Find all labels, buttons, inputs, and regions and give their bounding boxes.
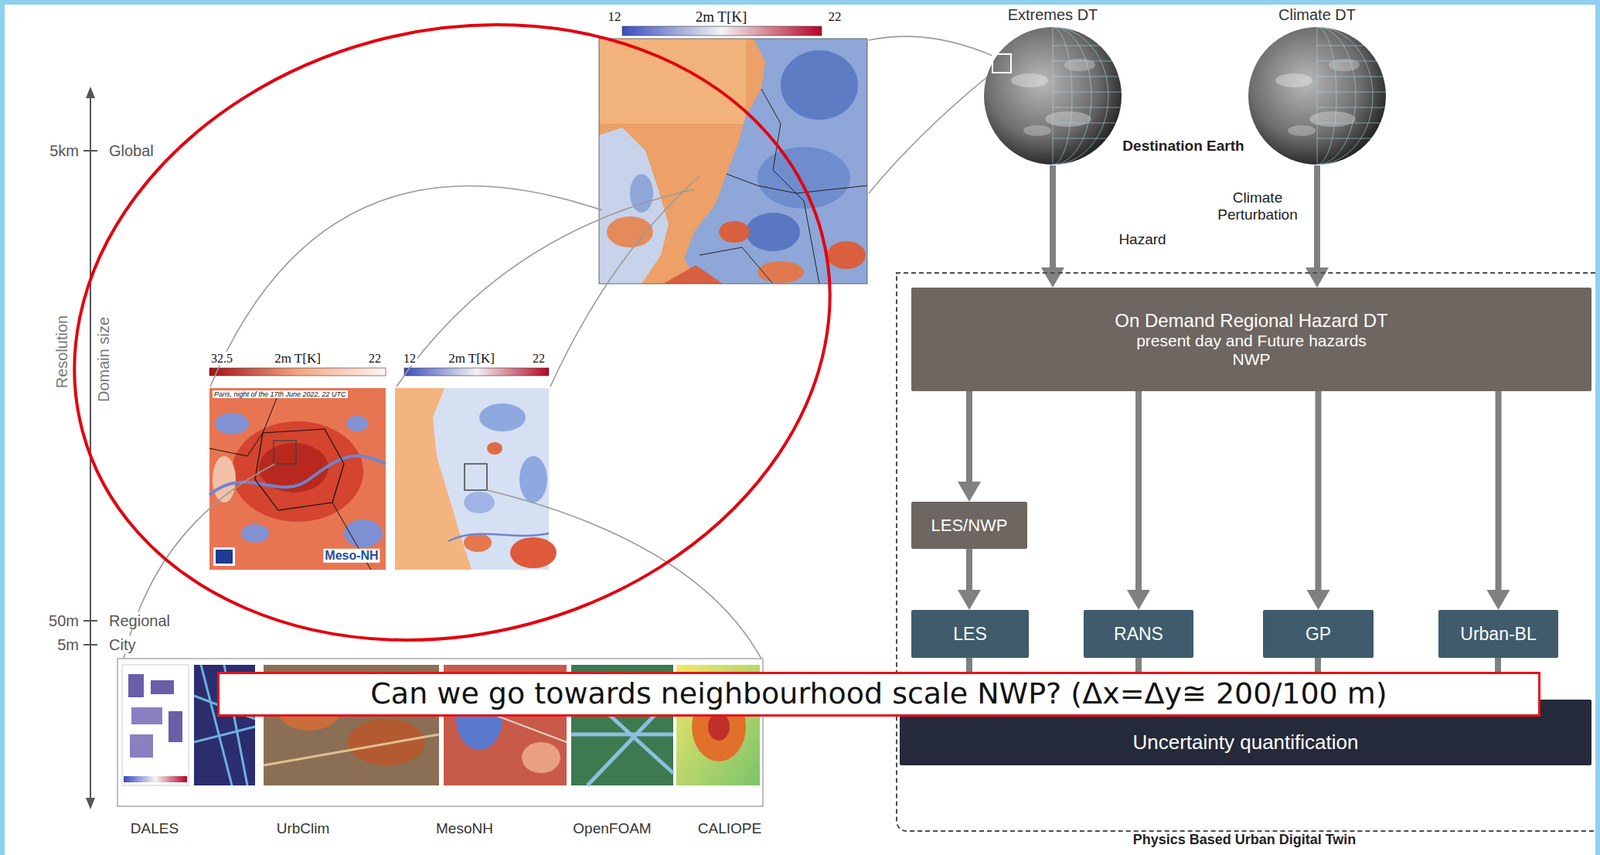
colorbar-title: 2m T[K] (272, 350, 323, 367)
box-title: LES/NWP (930, 515, 1008, 535)
flow-arrow (957, 391, 981, 502)
arrow-head (1305, 267, 1329, 288)
axis-title: Resolution (53, 313, 72, 391)
colorbar-value: 22 (531, 351, 547, 366)
logo-text: Meso-NH (323, 548, 380, 563)
scale-value: 50m (47, 612, 81, 630)
axis-title: Domain size (95, 315, 113, 404)
globe-title: Extremes DT (1007, 6, 1099, 24)
model-name: CALIOPE (696, 820, 763, 838)
box-title: LES (953, 623, 987, 644)
arrow-head (957, 589, 981, 610)
arrow-head (957, 481, 981, 502)
box-title: Urban-BL (1460, 623, 1536, 644)
box-title: RANS (1113, 623, 1164, 644)
scale-value: 5m (55, 636, 81, 654)
colorbar-value: 22 (827, 9, 844, 25)
model-box: Urban-BL (1438, 609, 1559, 658)
arrow-shaft (966, 391, 973, 484)
arrow-shaft (1495, 391, 1502, 592)
edge-label: Climate Perturbation (1207, 189, 1308, 224)
model-box: LES (911, 609, 1029, 658)
region-title: Physics Based Urban Digital Twin (1133, 831, 1357, 848)
box-title: GP (1305, 623, 1332, 644)
process-box: LES/NWP (911, 501, 1028, 549)
flow-arrow (1487, 391, 1511, 610)
flow-arrow (1041, 165, 1065, 288)
callout-box: Can we go towards neighbourhood scale NW… (217, 671, 1541, 717)
colorbar-title: 2m T[K] (446, 350, 497, 367)
scale-name: Global (107, 142, 156, 160)
map-caption: Paris, night of the 17th June 2022, 22 U… (212, 390, 348, 399)
flow-arrow (1126, 391, 1151, 610)
globe-node: Climate DT (1247, 26, 1387, 166)
colorbar-value: 12 (606, 9, 623, 25)
colorbar-value: 32.5 (209, 351, 235, 366)
platform-name: Destination Earth (1120, 137, 1246, 155)
hazard-box: On Demand Regional Hazard DTpresent day … (911, 287, 1592, 392)
box-title: On Demand Regional Hazard DT (1114, 309, 1389, 332)
colorbar-value: 12 (401, 351, 418, 366)
colorbar-title: 2m T[K] (694, 8, 749, 26)
model-name: OpenFOAM (571, 820, 653, 838)
arrow-shaft (1314, 165, 1321, 269)
flow-arrow (1305, 165, 1329, 288)
box-subtitle: NWP (1232, 350, 1271, 369)
arrow-head (1041, 267, 1065, 288)
arrow-head (1307, 589, 1331, 610)
globe-title: Climate DT (1278, 6, 1356, 24)
edge-label: Hazard (1116, 231, 1168, 249)
model-name: UrbClim (275, 820, 332, 838)
box-title: Uncertainty quantification (1133, 731, 1359, 755)
arrow-shaft (1315, 391, 1322, 592)
arrow-shaft (1135, 391, 1142, 592)
arrow-head (1126, 589, 1151, 610)
flow-arrow (1307, 391, 1331, 610)
globe-node: Extremes DT (983, 26, 1123, 166)
scale-name: Regional (107, 612, 172, 630)
arrow-head (1487, 589, 1511, 610)
twin-boundary: Physics Based Urban Digital TwinOn Deman… (895, 272, 1596, 832)
arrow-shaft (966, 548, 973, 592)
flow-arrow (957, 548, 981, 610)
model-name: MesoNH (434, 820, 495, 838)
box-title: Can we go towards neighbourhood scale NW… (370, 677, 1387, 712)
scale-name: City (107, 636, 137, 654)
scale-value: 5km (47, 142, 81, 160)
model-box: RANS (1083, 609, 1194, 658)
box-subtitle: present day and Future hazards (1136, 331, 1367, 351)
model-name: DALES (129, 820, 181, 838)
colorbar-value: 22 (367, 351, 383, 366)
arrow-shaft (1049, 165, 1056, 269)
model-box: GP (1262, 609, 1374, 658)
